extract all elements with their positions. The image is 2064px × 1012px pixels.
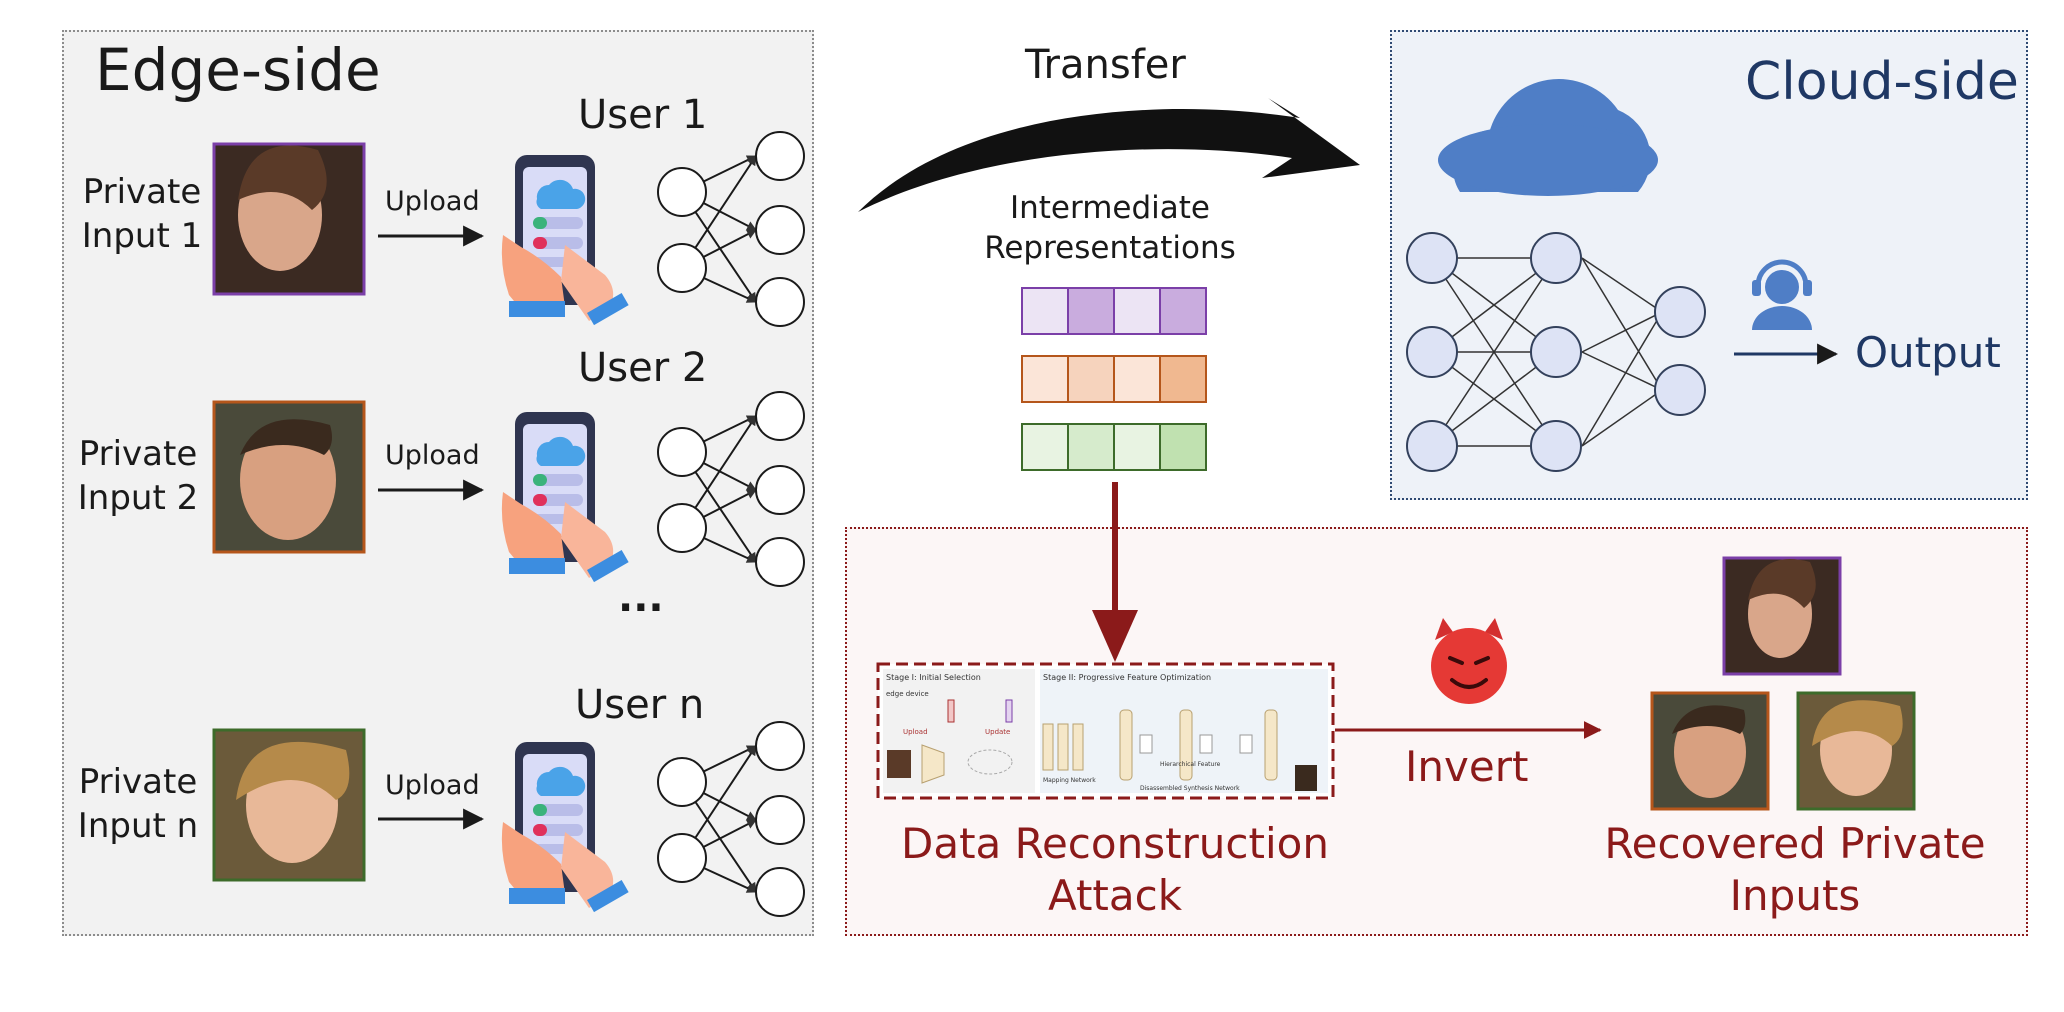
- face-photo-user-1: [212, 142, 366, 296]
- cloud-side-panel: [1390, 30, 2028, 500]
- ellipsis: ...: [618, 575, 664, 621]
- upload-label-2: Upload: [385, 440, 480, 471]
- output-label: Output: [1855, 328, 2001, 377]
- svg-text:Stage II: Progressive Feature: Stage II: Progressive Feature Optimizati…: [1043, 673, 1211, 682]
- attack-method-thumbnail: Stage I: Initial Selection Stage II: Pro…: [876, 662, 1335, 800]
- edge-network-user-2: [658, 392, 804, 586]
- svg-text:Disassembled Synthesis Network: Disassembled Synthesis Network: [1140, 785, 1240, 792]
- ir-bar-orange: [1021, 355, 1207, 403]
- svg-text:Hierarchical Feature: Hierarchical Feature: [1160, 761, 1221, 768]
- recovered-face-2: [1650, 691, 1770, 811]
- svg-text:edge device: edge device: [886, 690, 929, 698]
- attack-arrow: [1092, 482, 1138, 662]
- upload-label-1: Upload: [385, 186, 480, 217]
- face-photo-user-n: [212, 728, 366, 882]
- user-n-label: User n: [575, 682, 705, 728]
- user-1-label: User 1: [578, 92, 708, 138]
- invert-label: Invert: [1405, 742, 1529, 791]
- ir-bar-purple: [1021, 287, 1207, 335]
- svg-text:Upload: Upload: [903, 728, 928, 736]
- transfer-label: Transfer: [1025, 42, 1186, 88]
- devil-icon: [1431, 618, 1507, 704]
- support-agent-icon: [1752, 259, 1812, 330]
- recovered-face-1: [1722, 556, 1842, 676]
- edge-network-user-n: [658, 722, 804, 916]
- svg-text:Update: Update: [985, 728, 1010, 736]
- cloud-side-title: Cloud-side: [1745, 52, 2019, 112]
- svg-text:Mapping Network: Mapping Network: [1043, 777, 1096, 784]
- transfer-arrow: [858, 98, 1360, 212]
- phone-icon-user-1: [501, 155, 629, 326]
- user-2-label: User 2: [578, 345, 708, 391]
- edge-network-user-1: [658, 132, 804, 326]
- upload-label-n: Upload: [385, 770, 480, 801]
- edge-side-title: Edge-side: [95, 36, 381, 104]
- svg-text:Stage I: Initial Selection: Stage I: Initial Selection: [886, 673, 981, 682]
- recovered-face-3: [1796, 691, 1916, 811]
- phone-icon-user-n: [501, 742, 629, 913]
- ir-bar-green: [1021, 423, 1207, 471]
- phone-icon-user-2: [501, 412, 629, 583]
- face-photo-user-2: [212, 400, 366, 554]
